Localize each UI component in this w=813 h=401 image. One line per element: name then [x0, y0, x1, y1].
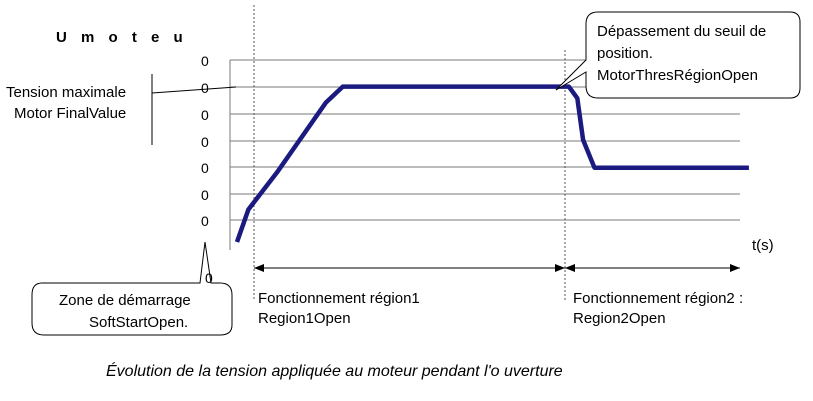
zone-callout-shape: [31, 241, 233, 336]
zone-demarrage-callout: Zone de démarrage SoftStartOpen. 0: [31, 241, 233, 336]
y-tick-label: 0: [201, 107, 209, 123]
chart-caption: Évolution de la tension appliquée au mot…: [106, 361, 563, 380]
x-axis-label: t(s): [752, 237, 774, 254]
time-axis-arrow: [254, 264, 740, 272]
arrow-head-mid-right: [565, 264, 575, 272]
depassement-label-3: MotorThresRégionOpen: [597, 67, 758, 84]
depassement-label-1: Dépassement du seuil de: [597, 23, 766, 40]
tension-max-label-2: Motor FinalValue: [14, 105, 126, 122]
arrow-head-mid-left: [555, 264, 565, 272]
region2-label-2: Region2Open: [573, 310, 666, 327]
y-tick-label: 0: [201, 80, 209, 96]
y-axis-title: U m o t e u: [56, 29, 188, 46]
depassement-callout-shape: [555, 11, 801, 99]
tension-max-pointer: [151, 86, 237, 94]
series-line: [234, 84, 749, 243]
region2-label-1: Fonctionnement région2 :: [573, 290, 743, 307]
region1-label-1: Fonctionnement région1: [258, 290, 420, 307]
grid-lines: [230, 59, 740, 221]
stray-tick: 0: [205, 270, 213, 286]
zone-label-2: SoftStartOpen.: [89, 314, 188, 331]
region1-label-2: Region1Open: [258, 310, 351, 327]
depassement-callout: Dépassement du seuil de position. MotorT…: [555, 11, 801, 99]
y-tick-label: 0: [201, 160, 209, 176]
zone-label-1: Zone de démarrage: [59, 292, 191, 309]
y-tick-label: 0: [201, 134, 209, 150]
y-tick-label: 0: [201, 53, 209, 69]
arrow-head-left: [254, 264, 264, 272]
y-tick-labels: 0 0 0 0 0 0 0: [201, 53, 209, 229]
depassement-label-2: position.: [597, 45, 653, 62]
tension-max-label-1: Tension maximale: [6, 84, 126, 101]
arrow-head-right: [730, 264, 740, 272]
y-tick-label: 0: [201, 187, 209, 203]
y-tick-label: 0: [201, 213, 209, 229]
